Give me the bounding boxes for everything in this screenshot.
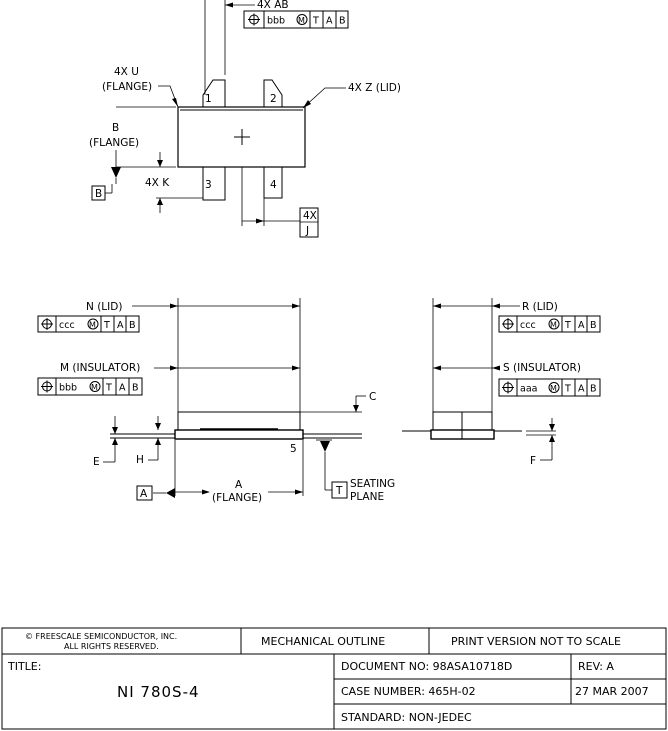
fcf-s-datum-2: A — [578, 384, 585, 395]
front-view: N (LID) ccc M T A B M (INSULATOR) — [37, 298, 395, 504]
fcf-r-tol: ccc — [520, 320, 536, 331]
u-label-line2: (FLANGE) — [102, 81, 152, 93]
fcf-r-modifier: M — [550, 321, 557, 330]
z-label: 4X Z (LID) — [348, 82, 401, 94]
j-box — [299, 207, 319, 238]
fcf-s: aaa M T A B — [498, 378, 601, 397]
fcf-n-datum-3: B — [129, 320, 136, 331]
revision: REV: A — [578, 660, 614, 673]
f-label: F — [530, 455, 536, 467]
pin-5: 5 — [290, 443, 297, 455]
fcf-ab-datum-2: A — [326, 16, 333, 27]
fcf-s-datum-3: B — [590, 384, 597, 395]
print-version-note: PRINT VERSION NOT TO SCALE — [451, 635, 621, 648]
top-view: 4X AB bbb M T A B 1 2 — [89, 0, 401, 238]
fcf-m: bbb M T A B — [37, 377, 143, 396]
b-label-line1: B — [112, 122, 119, 134]
datum-a: A — [140, 488, 148, 500]
fcf-s-tol: aaa — [520, 384, 537, 395]
datum-b: B — [95, 188, 102, 200]
fcf-r-datum-1: T — [564, 320, 571, 331]
side-view: R (LID) ccc M T A B S (INSULATOR) — [402, 298, 601, 467]
j-label-line1: 4X — [303, 210, 317, 222]
fcf-r-datum-3: B — [590, 320, 597, 331]
fcf-n-datum-1: T — [103, 320, 110, 331]
fcf-n-modifier: M — [89, 321, 96, 330]
pin-4: 4 — [270, 179, 277, 191]
copyright-line1: © FREESCALE SEMICONDUCTOR, INC. — [25, 632, 177, 641]
fcf-r-datum-2: A — [578, 320, 585, 331]
fcf-ab-modifier: M — [298, 16, 305, 25]
u-label-line1: 4X U — [114, 66, 139, 78]
e-label: E — [93, 456, 100, 468]
seating-plane-line2: PLANE — [350, 491, 384, 503]
document-number: DOCUMENT NO: 98ASA10718D — [341, 660, 512, 673]
fcf-s-datum-1: T — [564, 384, 571, 395]
fcf-ab-datum-3: B — [339, 16, 346, 27]
copyright-line2: ALL RIGHTS RESERVED. — [64, 642, 159, 651]
fcf-m-datum-1: T — [105, 383, 112, 394]
c-label: C — [369, 391, 376, 403]
fcf-n-datum-2: A — [117, 320, 124, 331]
s-label: S (INSULATOR) — [503, 362, 581, 374]
a-label-line2: (FLANGE) — [212, 492, 262, 504]
fcf-r: ccc M T A B — [498, 315, 601, 333]
r-label: R (LID) — [522, 301, 558, 313]
m-label: M (INSULATOR) — [60, 362, 140, 374]
fcf-ab-tol: bbb — [267, 16, 285, 27]
k-label: 4X K — [145, 177, 170, 189]
fcf-ab: bbb M T A B — [243, 10, 349, 29]
title-block: © FREESCALE SEMICONDUCTOR, INC. ALL RIGH… — [1, 627, 667, 730]
fcf-m-tol: bbb — [59, 383, 77, 394]
ab-label: 4X AB — [257, 0, 289, 11]
pin-2: 2 — [270, 93, 277, 105]
b-label-line2: (FLANGE) — [89, 137, 139, 149]
standard: STANDARD: NON-JEDEC — [341, 711, 472, 724]
case-number: CASE NUMBER: 465H-02 — [341, 685, 476, 698]
part-title: NI 780S-4 — [117, 683, 200, 701]
title-label: TITLE: — [7, 660, 41, 673]
j-label-line2: J — [305, 225, 309, 237]
seating-plane-line1: SEATING — [350, 478, 395, 490]
fcf-m-modifier: M — [91, 383, 98, 392]
fcf-n: ccc M T A B — [37, 315, 140, 333]
n-label: N (LID) — [86, 301, 122, 313]
datum-t: T — [335, 485, 343, 497]
fcf-ab-datum-1: T — [312, 16, 319, 27]
fcf-s-modifier: M — [550, 384, 557, 393]
mechanical-outline: MECHANICAL OUTLINE — [261, 635, 385, 648]
pin-3: 3 — [205, 179, 212, 191]
fcf-n-tol: ccc — [59, 320, 75, 331]
h-label: H — [136, 454, 144, 466]
a-label-line1: A — [235, 479, 243, 491]
pin-1: 1 — [205, 93, 212, 105]
fcf-m-datum-3: B — [132, 383, 139, 394]
datum-a-box — [136, 485, 153, 501]
datum-t-box — [331, 481, 348, 499]
date: 27 MAR 2007 — [575, 685, 649, 698]
fcf-m-datum-2: A — [119, 383, 126, 394]
